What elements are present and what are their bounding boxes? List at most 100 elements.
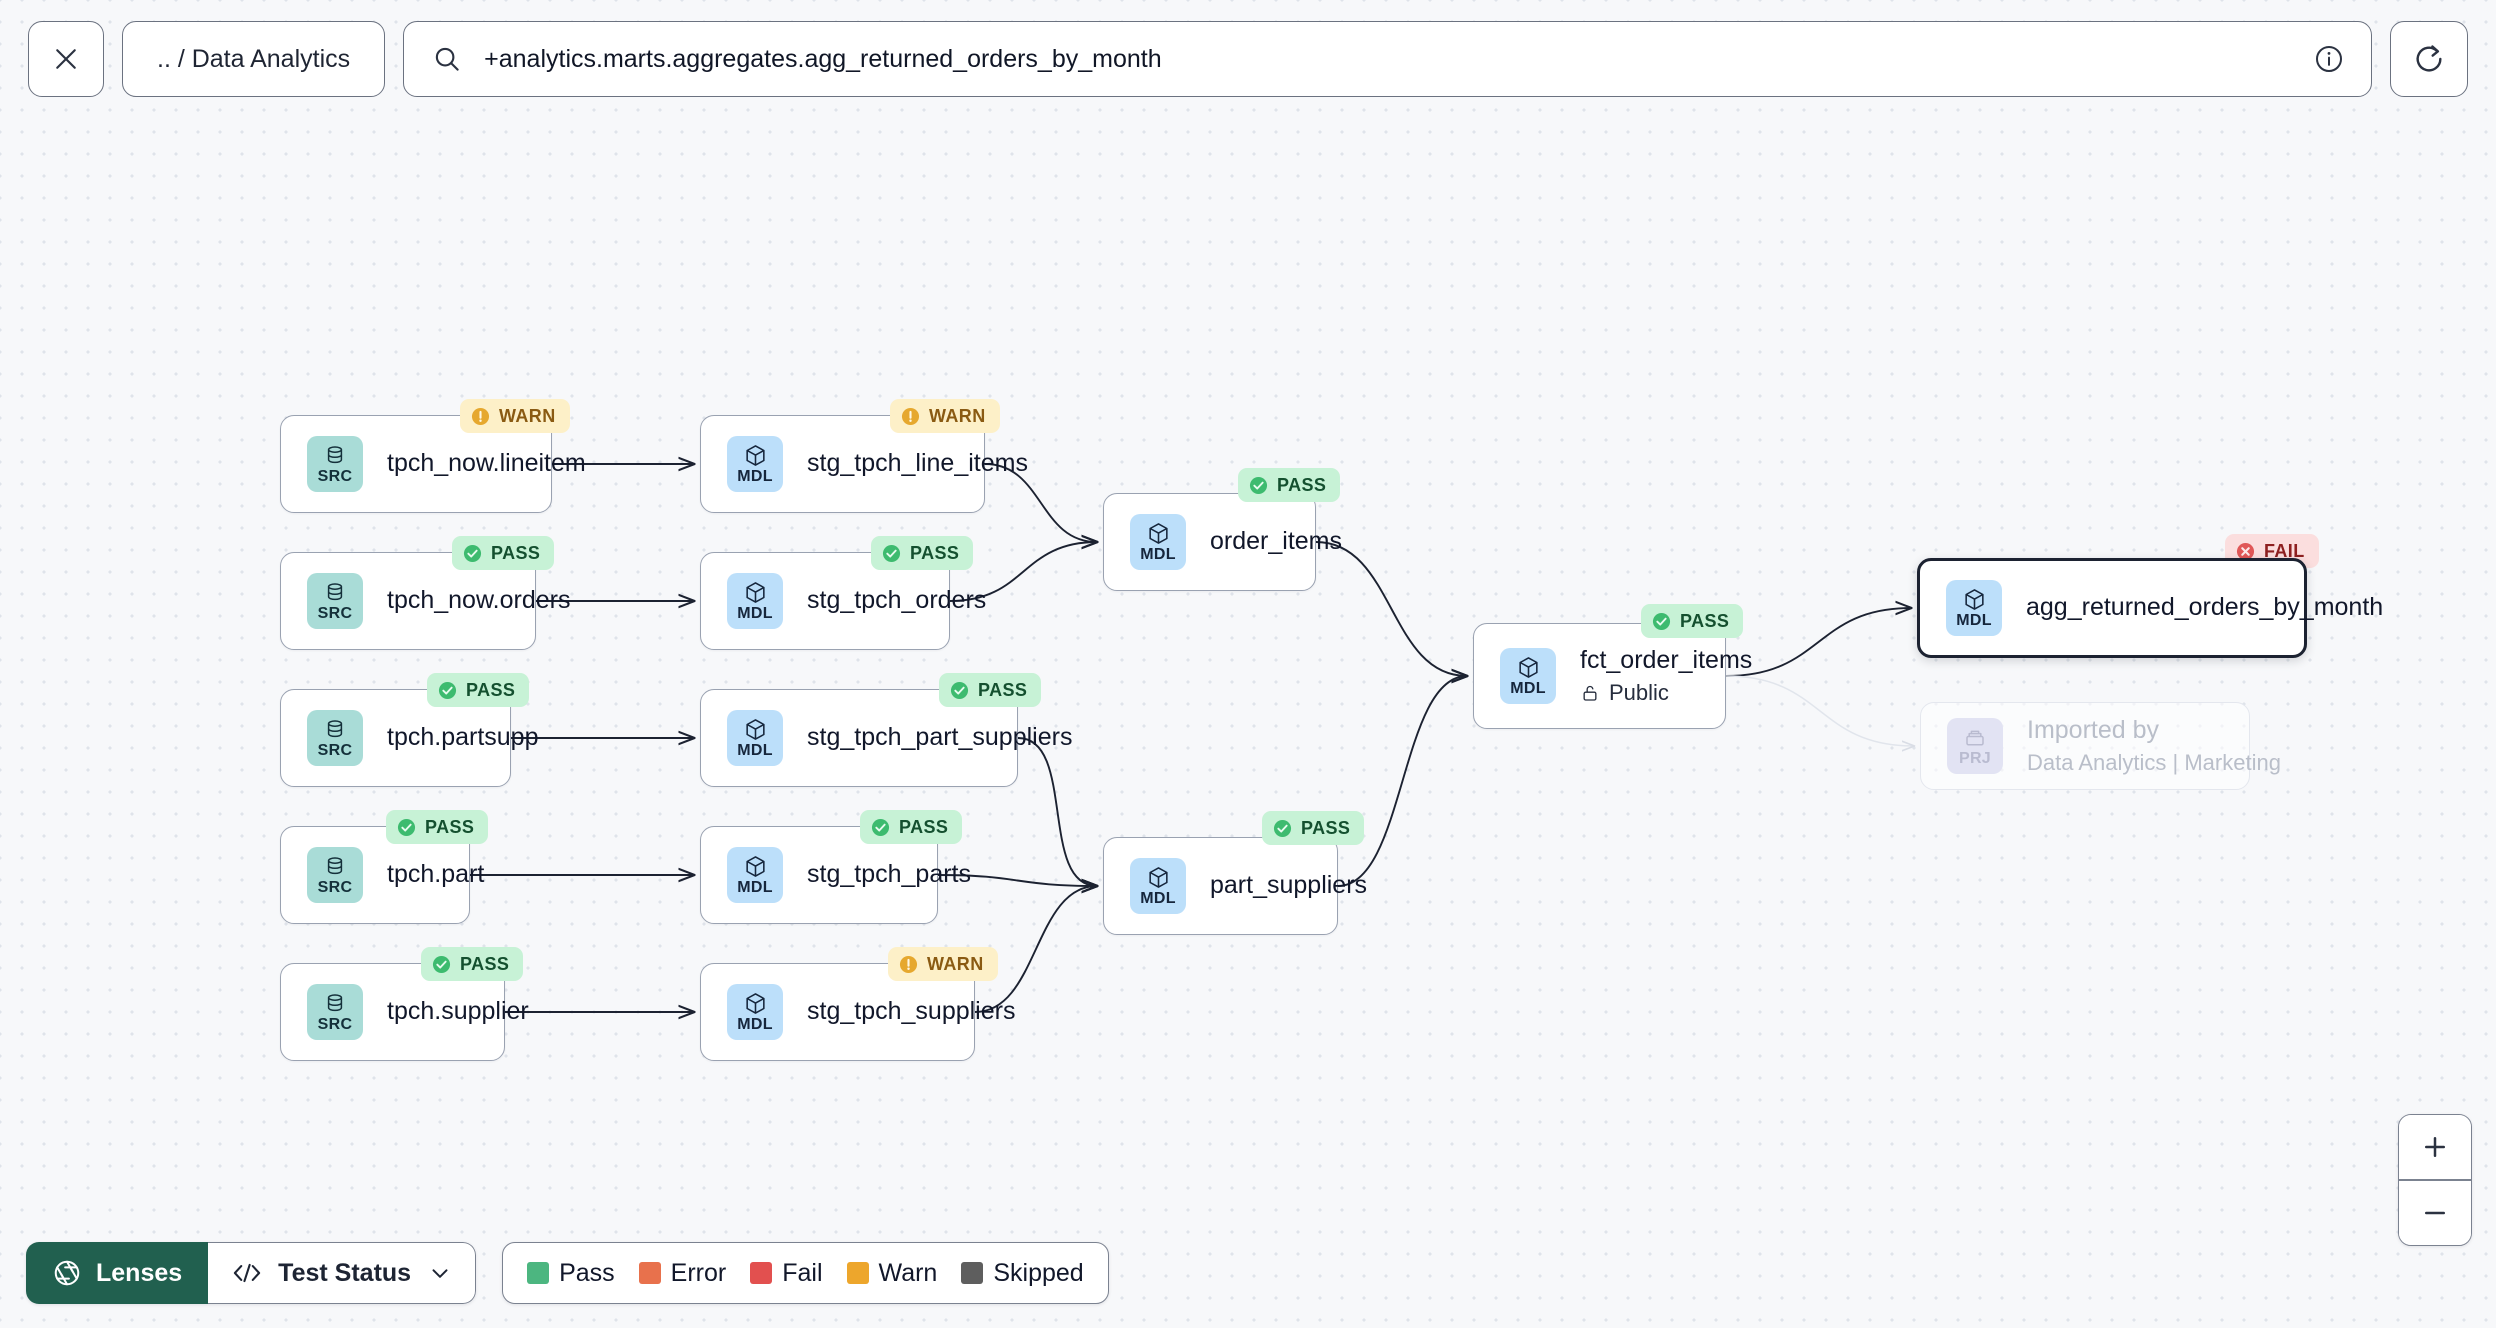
legend-item-skipped[interactable]: Skipped: [961, 1258, 1084, 1288]
zoom-in-button[interactable]: [2399, 1115, 2471, 1180]
status-badge-label: PASS: [978, 679, 1028, 700]
close-button[interactable]: [28, 21, 104, 97]
node-type-chip-mdl: MDL: [727, 847, 783, 903]
node-body: agg_returned_orders_by_month: [2026, 593, 2384, 622]
edge-part_suppliers-to-fct_order_items: [1337, 676, 1467, 887]
legend-item-error[interactable]: Error: [638, 1258, 727, 1288]
cube-icon: [745, 993, 765, 1014]
node-type-chip-src: SRC: [307, 710, 363, 766]
status-badge-tpch_part: PASS: [386, 810, 489, 844]
legend-label: Skipped: [993, 1258, 1084, 1287]
graph-node-stg_tpch_suppliers[interactable]: MDL stg_tpch_suppliers: [700, 963, 1016, 1061]
node-body: stg_tpch_parts: [807, 860, 971, 889]
legend-swatch: [638, 1262, 661, 1284]
status-badge-tpch_partsupp: PASS: [427, 673, 530, 707]
close-icon: [56, 49, 76, 69]
chevron-down-icon: [432, 1269, 448, 1278]
status-badge-label: PASS: [899, 816, 949, 837]
graph-node-fct_order_items[interactable]: MDL fct_order_items Public: [1473, 623, 1753, 729]
node-type-label: MDL: [737, 468, 773, 485]
node-title: tpch.supplier: [387, 997, 529, 1026]
node-body: tpch_now.orders: [387, 587, 570, 615]
node-title: tpch_now.lineitem: [387, 449, 586, 478]
refresh-button[interactable]: [2390, 21, 2468, 97]
check-circle-icon: [950, 681, 969, 699]
check-circle-icon: [1652, 612, 1671, 630]
cube-icon: [745, 445, 765, 466]
zoom-out-button[interactable]: [2399, 1181, 2471, 1245]
warning-circle-icon: [471, 407, 490, 425]
status-badge-stg_tpch_suppliers: WARN: [888, 947, 998, 981]
legend-item-pass[interactable]: Pass: [527, 1259, 615, 1288]
status-badge-label: PASS: [1301, 817, 1351, 838]
project-icon: [1966, 730, 1984, 745]
database-icon: [327, 445, 343, 463]
graph-node-agg_returned_orders[interactable]: MDL agg_returned_orders_by_month: [1917, 558, 2384, 658]
legend-item-warn[interactable]: Warn: [846, 1258, 938, 1288]
node-type-chip-mdl: MDL: [727, 573, 783, 629]
node-type-label: SRC: [317, 467, 353, 485]
node-title: stg_tpch_parts: [807, 860, 971, 889]
database-icon: [327, 582, 343, 600]
status-badge-tpch_supplier: PASS: [421, 947, 524, 981]
status-badge-stg_tpch_line_items: WARN: [890, 399, 1000, 433]
legend-label: Fail: [782, 1258, 823, 1287]
node-type-label: MDL: [737, 742, 773, 759]
node-title: agg_returned_orders_by_month: [2026, 593, 2384, 622]
lock-open-icon: [1583, 685, 1597, 701]
legend-label: Error: [670, 1258, 727, 1287]
warning-circle-icon: [901, 407, 920, 425]
node-type-label: SRC: [317, 604, 353, 622]
node-title: order_items: [1210, 527, 1342, 556]
legend-item-fail[interactable]: Fail: [750, 1258, 823, 1288]
node-type-label: MDL: [1956, 612, 1992, 629]
node-title: fct_order_items: [1580, 646, 1753, 675]
status-badge-label: FAIL: [2264, 540, 2305, 561]
node-subtitle: Public: [1580, 680, 1699, 705]
edge-order_items-to-fct_order_items: [1315, 541, 1467, 676]
node-type-chip-mdl: MDL: [727, 984, 783, 1040]
plus-icon: [2425, 1137, 2445, 1158]
node-type-label: PRJ: [1958, 749, 1992, 767]
node-type-chip-src: SRC: [307, 984, 363, 1040]
search-input[interactable]: +analytics.marts.aggregates.agg_returned…: [484, 44, 1162, 73]
info-circle-icon[interactable]: [2313, 43, 2345, 75]
status-badge-label: WARN: [499, 405, 556, 426]
status-badge-order_items: PASS: [1238, 468, 1341, 502]
legend-swatch: [750, 1262, 773, 1284]
status-badge-label: WARN: [927, 953, 984, 974]
node-type-chip-prj: PRJ: [1947, 718, 2003, 774]
legend-swatch: [846, 1262, 869, 1284]
node-title: stg_tpch_orders: [807, 586, 987, 615]
lenses-button[interactable]: Lenses: [26, 1242, 209, 1304]
node-body: stg_tpch_suppliers: [807, 997, 1016, 1026]
aperture-icon: [54, 1260, 80, 1286]
node-type-label: MDL: [1140, 890, 1176, 907]
status-badge-label: WARN: [929, 405, 986, 426]
refresh-icon: [2416, 45, 2442, 72]
search-bar[interactable]: +analytics.marts.aggregates.agg_returned…: [403, 21, 2372, 97]
database-icon: [327, 719, 343, 737]
status-badge-label: PASS: [491, 542, 541, 563]
minus-icon: [2425, 1211, 2445, 1215]
graph-node-order_items[interactable]: MDL order_items: [1103, 493, 1342, 591]
node-title: tpch.partsupp: [387, 723, 539, 752]
node-type-label: MDL: [1140, 546, 1176, 563]
status-badge-label: PASS: [425, 816, 475, 837]
graph-node-imported_by_prj[interactable]: PRJ Imported by Data Analytics | Marketi…: [1920, 702, 2281, 790]
edge-fct_order_items-to-imported_by_prj: [1725, 675, 1914, 746]
legend-label: Warn: [878, 1258, 938, 1287]
graph-node-part_suppliers[interactable]: MDL part_suppliers: [1103, 837, 1367, 935]
status-badge-part_suppliers: PASS: [1262, 811, 1365, 845]
status-badge-fct_order_items: PASS: [1641, 604, 1744, 638]
node-title: stg_tpch_suppliers: [807, 997, 1016, 1026]
breadcrumb[interactable]: .. / Data Analytics: [122, 21, 386, 97]
node-type-chip-src: SRC: [307, 436, 363, 492]
check-circle-icon: [882, 544, 901, 562]
node-body: stg_tpch_line_items: [807, 450, 1028, 478]
test-status-dropdown[interactable]: Test Status: [208, 1242, 477, 1304]
zoom-separator: [2399, 1179, 2471, 1181]
